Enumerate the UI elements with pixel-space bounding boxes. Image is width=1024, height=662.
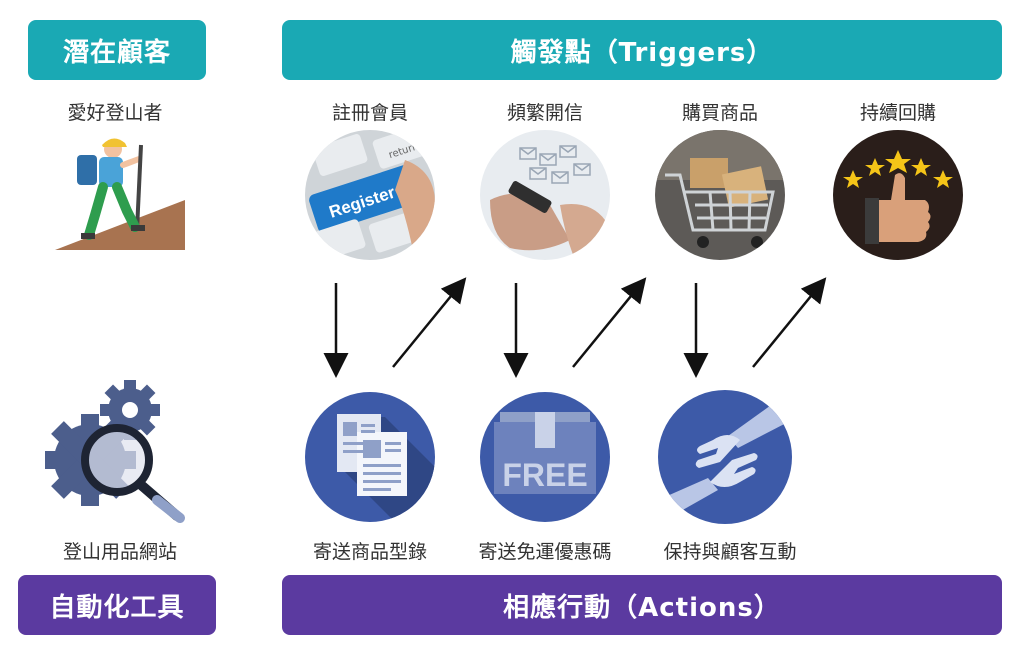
- helping-hands-icon: [658, 390, 792, 524]
- trigger-label-register: 註冊會員: [331, 102, 408, 124]
- automation-tool-banner: 自動化工具: [18, 575, 216, 635]
- arrow-up-1: [392, 277, 467, 368]
- trigger-label-purchase: 購買商品: [681, 102, 758, 124]
- thumbs-up-stars-icon: [833, 130, 963, 260]
- action-label-engage: 保持與顧客互動: [663, 541, 797, 563]
- action-label-catalog: 寄送商品型錄: [312, 541, 427, 563]
- actions-banner: 相應行動（Actions）: [282, 575, 1002, 635]
- triggers-banner: 觸發點（Triggers）: [282, 20, 1002, 80]
- free-box-text: FREE: [502, 457, 587, 493]
- shopping-cart-icon: [655, 130, 785, 260]
- arrow-up-3: [752, 277, 827, 368]
- potential-customer-banner: 潛在顧客: [28, 20, 206, 80]
- customer-label: 愛好登山者: [67, 102, 163, 124]
- catalog-icon: [305, 392, 435, 522]
- arrow-up-2: [572, 277, 647, 368]
- trigger-label-open-emails: 頻繁開信: [506, 102, 583, 124]
- hiker-icon: [55, 135, 185, 259]
- trigger-label-repurchase: 持續回購: [859, 102, 936, 124]
- free-box-icon: FREE: [480, 392, 610, 522]
- tool-label: 登山用品網站: [62, 541, 177, 563]
- action-label-free-shipping: 寄送免運優惠碼: [478, 541, 612, 563]
- gears-magnifier-icon: [44, 380, 195, 529]
